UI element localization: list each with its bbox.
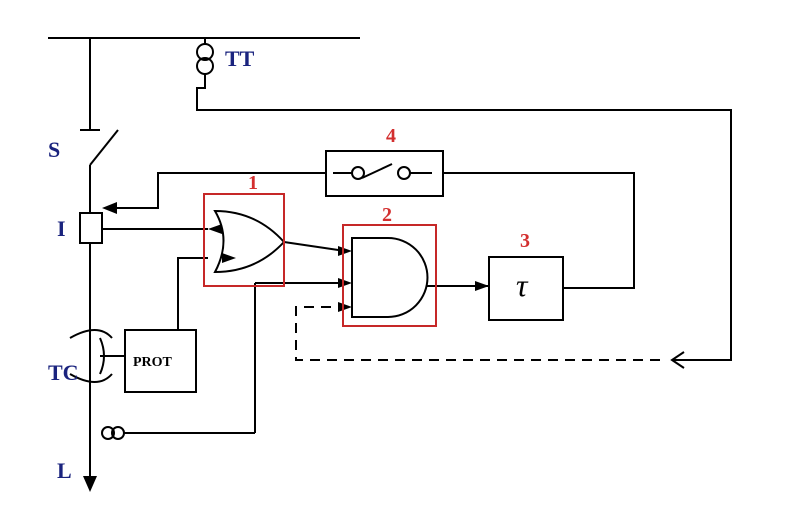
or-to-and: [283, 241, 346, 252]
tt-coil-upper: [196, 43, 214, 61]
timer-to-contact: [443, 172, 635, 289]
arrowheads: [83, 202, 489, 492]
label-num-4: 4: [386, 125, 396, 147]
contact-terminal-left: [351, 166, 365, 180]
prot-box: [124, 329, 197, 393]
arrow-and-in2: [338, 278, 352, 288]
prot-to-or: [177, 257, 208, 330]
highlight-box-2: [342, 224, 437, 327]
contact-to-breaker: [108, 172, 326, 209]
tc-coil-lower: [69, 373, 113, 383]
dashed-feedback: [295, 306, 660, 361]
arrow-or-in2: [222, 253, 236, 263]
label-l: L: [57, 458, 72, 483]
label-num-3: 3: [520, 230, 530, 252]
switch-blade: [89, 129, 119, 166]
tt-wire: [196, 74, 732, 361]
label-i: I: [57, 216, 66, 241]
tt-arrow: [670, 351, 685, 369]
label-tt: TT: [225, 46, 255, 71]
arrow-timer-in: [475, 281, 489, 291]
label-prot: PROT: [133, 355, 173, 370]
sensor-coil-a: [101, 426, 115, 440]
label-num-2: 2: [382, 204, 392, 226]
arrow-line-out: [83, 476, 97, 492]
tc-coil-upper: [69, 329, 113, 339]
label-num-1: 1: [248, 172, 258, 194]
label-tau: τ: [516, 267, 529, 303]
contact-terminal-right: [397, 166, 411, 180]
arrow-or-in1: [208, 224, 222, 234]
arrow-breaker-in: [102, 202, 117, 214]
arrow-and-in1: [338, 246, 352, 256]
and-gate: [351, 237, 429, 318]
contact-blade: [361, 163, 393, 179]
arrow-and-in3: [338, 302, 352, 312]
label-s: S: [48, 137, 60, 162]
label-tc: TC: [48, 360, 79, 385]
or-gate: [213, 209, 286, 274]
highlight-box-1: [203, 193, 285, 287]
breaker-box: [79, 212, 103, 244]
